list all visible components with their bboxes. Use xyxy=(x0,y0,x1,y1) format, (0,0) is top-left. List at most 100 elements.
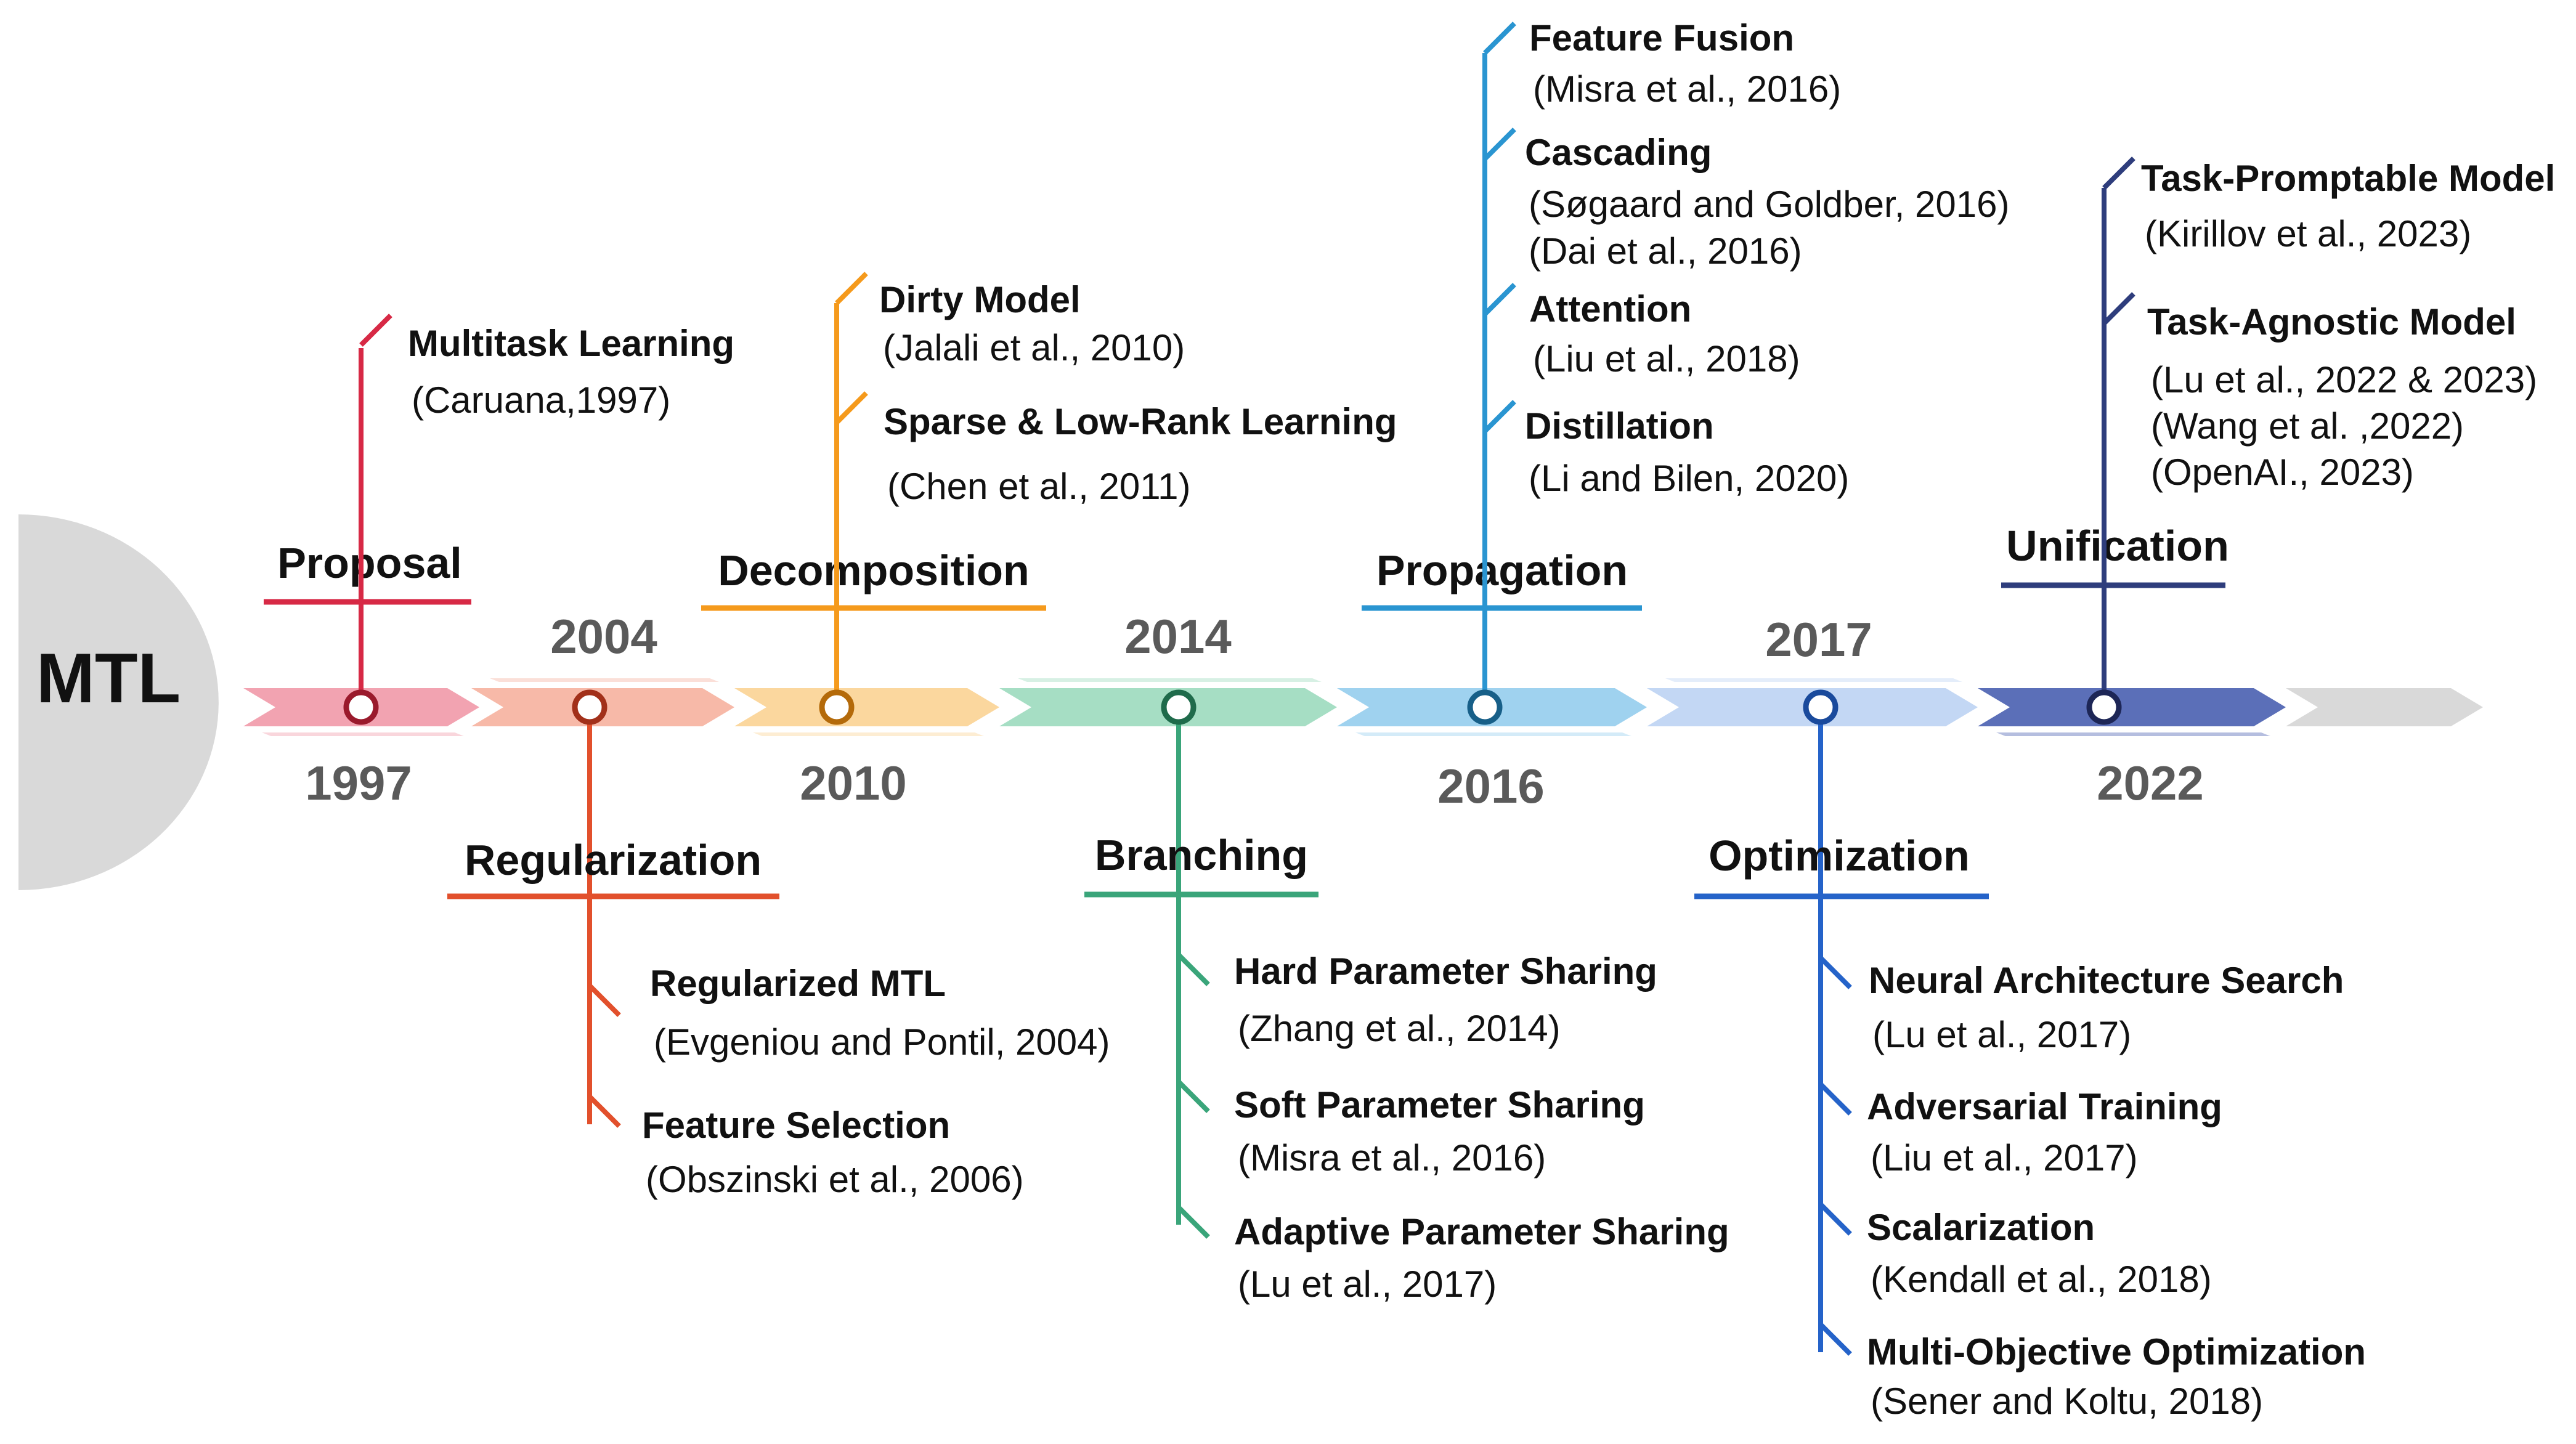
year-label-2014: 2014 xyxy=(1124,609,1232,663)
branch-item: Task-Promptable Model(Kirillov et al., 2… xyxy=(2102,156,2555,254)
phase-label-propagation: Propagation xyxy=(1376,546,1628,594)
year-label-2016: 2016 xyxy=(1437,759,1545,813)
timeline-segment-3 xyxy=(734,688,999,726)
phase-label-decomposition: Decomposition xyxy=(718,546,1030,594)
branch-tick xyxy=(1819,956,1852,989)
branch-item: Multitask Learning (Caruana,1997) xyxy=(359,314,734,421)
milestone-node-2016 xyxy=(1467,689,1503,725)
branch-item: Attention (Liu et al., 2018) xyxy=(1483,283,1800,379)
item-reference: (OpenAI., 2023) xyxy=(2151,452,2414,493)
branch-item: Sparse & Low-Rank Learning (Chen et al., … xyxy=(835,391,1397,507)
item-title: Adaptive Parameter Sharing xyxy=(1234,1211,1729,1252)
timeline-segment-shadow-6 xyxy=(1665,678,1962,682)
timeline-segment-shadow-4 xyxy=(1018,678,1322,682)
item-title: Sparse & Low-Rank Learning xyxy=(884,401,1397,442)
branch-item: Adversarial Training (Liu et al., 2017) xyxy=(1819,1082,2222,1178)
item-title: Feature Fusion xyxy=(1529,17,1794,59)
milestone-proposal: 1997 Proposal Multitask Learning (Caruana,1… xyxy=(264,314,734,810)
phase-label-branching: Branching xyxy=(1095,831,1308,879)
item-reference: (Li and Bilen, 2020) xyxy=(1529,458,1849,499)
item-title: Attention xyxy=(1529,288,1691,330)
branch-tick xyxy=(588,984,621,1017)
branch-tick xyxy=(1177,953,1210,986)
item-reference: (Obszinski et al., 2006) xyxy=(646,1159,1024,1200)
branch-item: Multi-Objective Optimization (Sener and K… xyxy=(1819,1323,2366,1422)
year-label-2010: 2010 xyxy=(800,756,907,810)
item-reference: (Wang et al. ,2022) xyxy=(2151,405,2464,447)
item-title: Regularized MTL xyxy=(650,963,946,1004)
milestone-node-1997 xyxy=(343,689,379,725)
year-label-1997: 1997 xyxy=(305,756,412,810)
branch-tick xyxy=(1177,1206,1210,1239)
item-reference: (Dai et al., 2016) xyxy=(1529,230,1802,272)
mtl-half-disc xyxy=(18,514,219,890)
item-title: Feature Selection xyxy=(642,1105,950,1146)
timeline-segment-7 xyxy=(1978,688,2286,726)
milestone-node-2010 xyxy=(819,689,855,725)
item-reference: (Caruana,1997) xyxy=(412,379,670,421)
item-reference: (Kendall et al., 2018) xyxy=(1871,1259,2212,1300)
branch-item: Neural Architecture Search (Lu et al., 20… xyxy=(1819,956,2344,1055)
milestone-node-2014 xyxy=(1161,689,1197,725)
branch-tick xyxy=(1819,1203,1852,1236)
branch-tick xyxy=(1483,283,1516,316)
item-title: Multitask Learning xyxy=(408,323,734,364)
timeline-segment-shadow-3 xyxy=(753,732,984,736)
branch-item: Soft Parameter Sharing (Misra et al., 201… xyxy=(1177,1080,1645,1178)
branch-item: Regularized MTL (Evgeniou and Pontil, 200… xyxy=(588,963,1110,1063)
branch-tick xyxy=(1819,1323,1852,1356)
item-reference: (Søgaard and Goldber, 2016) xyxy=(1529,184,2010,225)
item-title: Hard Parameter Sharing xyxy=(1234,951,1657,992)
item-reference: (Lu et al., 2022 & 2023) xyxy=(2151,359,2537,400)
branch-tick xyxy=(1483,22,1516,55)
milestone-node-2004 xyxy=(572,689,607,725)
item-title: Task-Promptable Model xyxy=(2141,158,2555,199)
item-reference: (Evgeniou and Pontil, 2004) xyxy=(654,1021,1110,1063)
item-title: Task-Agnostic Model xyxy=(2147,301,2516,343)
item-title: Dirty Model xyxy=(879,279,1081,320)
phase-label-optimization: Optimization xyxy=(1709,832,1970,880)
timeline-segment-shadow-2 xyxy=(490,678,719,682)
item-title: Soft Parameter Sharing xyxy=(1234,1084,1645,1126)
item-reference: (Misra et al., 2016) xyxy=(1238,1137,1546,1178)
branch-tick xyxy=(2102,292,2135,325)
year-label-2017: 2017 xyxy=(1765,612,1872,667)
branch-item: Cascading (Søgaard and Goldber, 2016) (Dai… xyxy=(1483,128,2010,272)
phase-label-unification: Unification xyxy=(2006,522,2229,570)
item-reference: (Lu et al., 2017) xyxy=(1872,1014,2131,1055)
item-reference: (Liu et al., 2018) xyxy=(1533,338,1800,379)
branch-tick xyxy=(588,1095,621,1128)
item-title: Scalarization xyxy=(1867,1207,2095,1248)
phase-label-regularization: Regularization xyxy=(465,836,762,884)
item-reference: (Jalali et al., 2010) xyxy=(883,327,1185,368)
branch-tick xyxy=(1483,400,1516,433)
branch-item: Feature Fusion (Misra et al., 2016) xyxy=(1483,17,1841,110)
timeline-segment-shadow-1 xyxy=(262,732,464,736)
item-title: Multi-Objective Optimization xyxy=(1867,1331,2366,1373)
branch-tick xyxy=(835,272,868,305)
item-reference: (Misra et al., 2016) xyxy=(1533,68,1841,110)
branch-tick xyxy=(2102,156,2135,190)
item-reference: (Sener and Koltu, 2018) xyxy=(1871,1381,2263,1422)
item-title: Adversarial Training xyxy=(1867,1086,2222,1127)
branch-item: Hard Parameter Sharing(Zhang et al., 201… xyxy=(1177,951,1657,1049)
milestone-decomposition: 2010 Decomposition Dirty Model (Jalali et a… xyxy=(701,272,1397,810)
year-label-2004: 2004 xyxy=(550,609,657,663)
item-title: Cascading xyxy=(1525,132,1712,173)
item-title: Neural Architecture Search xyxy=(1869,960,2344,1001)
branch-item: Feature Selection (Obszinski et al., 2006… xyxy=(588,1095,1024,1200)
phase-label-proposal: Proposal xyxy=(277,539,462,587)
branch-tick xyxy=(1483,128,1516,161)
item-reference: (Liu et al., 2017) xyxy=(1871,1137,2138,1178)
timeline-segment-shadow-7 xyxy=(1996,732,2270,736)
branch-tick xyxy=(1819,1082,1852,1116)
item-reference: (Chen et al., 2011) xyxy=(887,466,1191,507)
branch-tick xyxy=(835,391,868,424)
branch-tick xyxy=(359,314,392,347)
branch-item: Dirty Model (Jalali et al., 2010) xyxy=(835,272,1185,368)
